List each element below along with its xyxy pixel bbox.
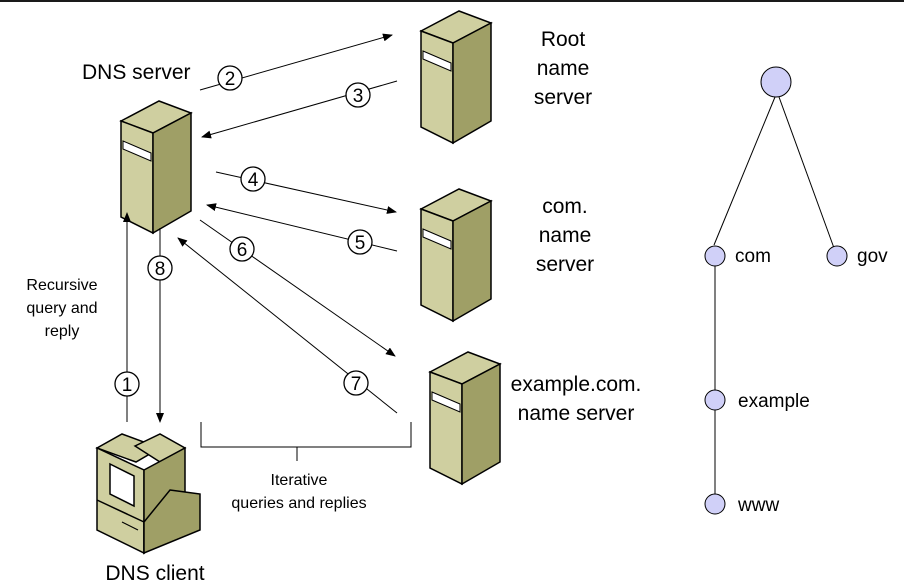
root-server-label-2: name bbox=[537, 57, 590, 80]
recursive-label-3: reply bbox=[45, 323, 80, 340]
tree-node-example bbox=[704, 389, 726, 411]
tree-label-www: www bbox=[737, 495, 779, 516]
dns-client-label: DNS client bbox=[105, 562, 204, 585]
tree-label-example: example bbox=[738, 391, 810, 412]
step-3-label: 3 bbox=[353, 86, 364, 107]
root-server-label-3: server bbox=[534, 86, 592, 109]
step-4-label: 4 bbox=[248, 170, 259, 191]
step-8-label: 8 bbox=[155, 259, 166, 280]
tree-label-gov: gov bbox=[857, 246, 888, 267]
dns-client-icon bbox=[95, 433, 201, 555]
tree-node-www bbox=[704, 493, 726, 515]
recursive-label-1: Recursive bbox=[26, 277, 97, 294]
step-1-label: 1 bbox=[122, 375, 133, 396]
tree-label-com: com bbox=[735, 246, 771, 267]
iterative-label-1: Iterative bbox=[271, 472, 328, 489]
step-5-label: 5 bbox=[355, 233, 366, 254]
tree-node-gov bbox=[826, 245, 848, 267]
example-server-icon bbox=[429, 351, 501, 485]
com-server-label-3: server bbox=[536, 253, 594, 276]
recursive-label-2: query and bbox=[26, 300, 97, 317]
example-server-label-1: example.com. bbox=[511, 373, 642, 396]
top-border bbox=[0, 0, 904, 2]
step-7-label: 7 bbox=[351, 374, 362, 395]
dns-server-icon bbox=[120, 100, 192, 234]
com-server-icon bbox=[420, 188, 492, 322]
root-server-icon bbox=[420, 10, 492, 144]
root-server-label-1: Root bbox=[541, 28, 586, 51]
step-6-label: 6 bbox=[237, 240, 248, 261]
iterative-label-2: queries and replies bbox=[231, 495, 366, 512]
domain-tree bbox=[713, 96, 835, 495]
dns-server-label: DNS server bbox=[82, 61, 191, 84]
com-server-label-2: name bbox=[539, 224, 592, 247]
example-server-label-2: name server bbox=[518, 402, 635, 425]
com-server-label-1: com. bbox=[542, 195, 588, 218]
step-2-label: 2 bbox=[225, 69, 236, 90]
tree-node-root bbox=[760, 66, 792, 98]
tree-node-com bbox=[704, 245, 726, 267]
iterative-bracket bbox=[200, 422, 412, 448]
